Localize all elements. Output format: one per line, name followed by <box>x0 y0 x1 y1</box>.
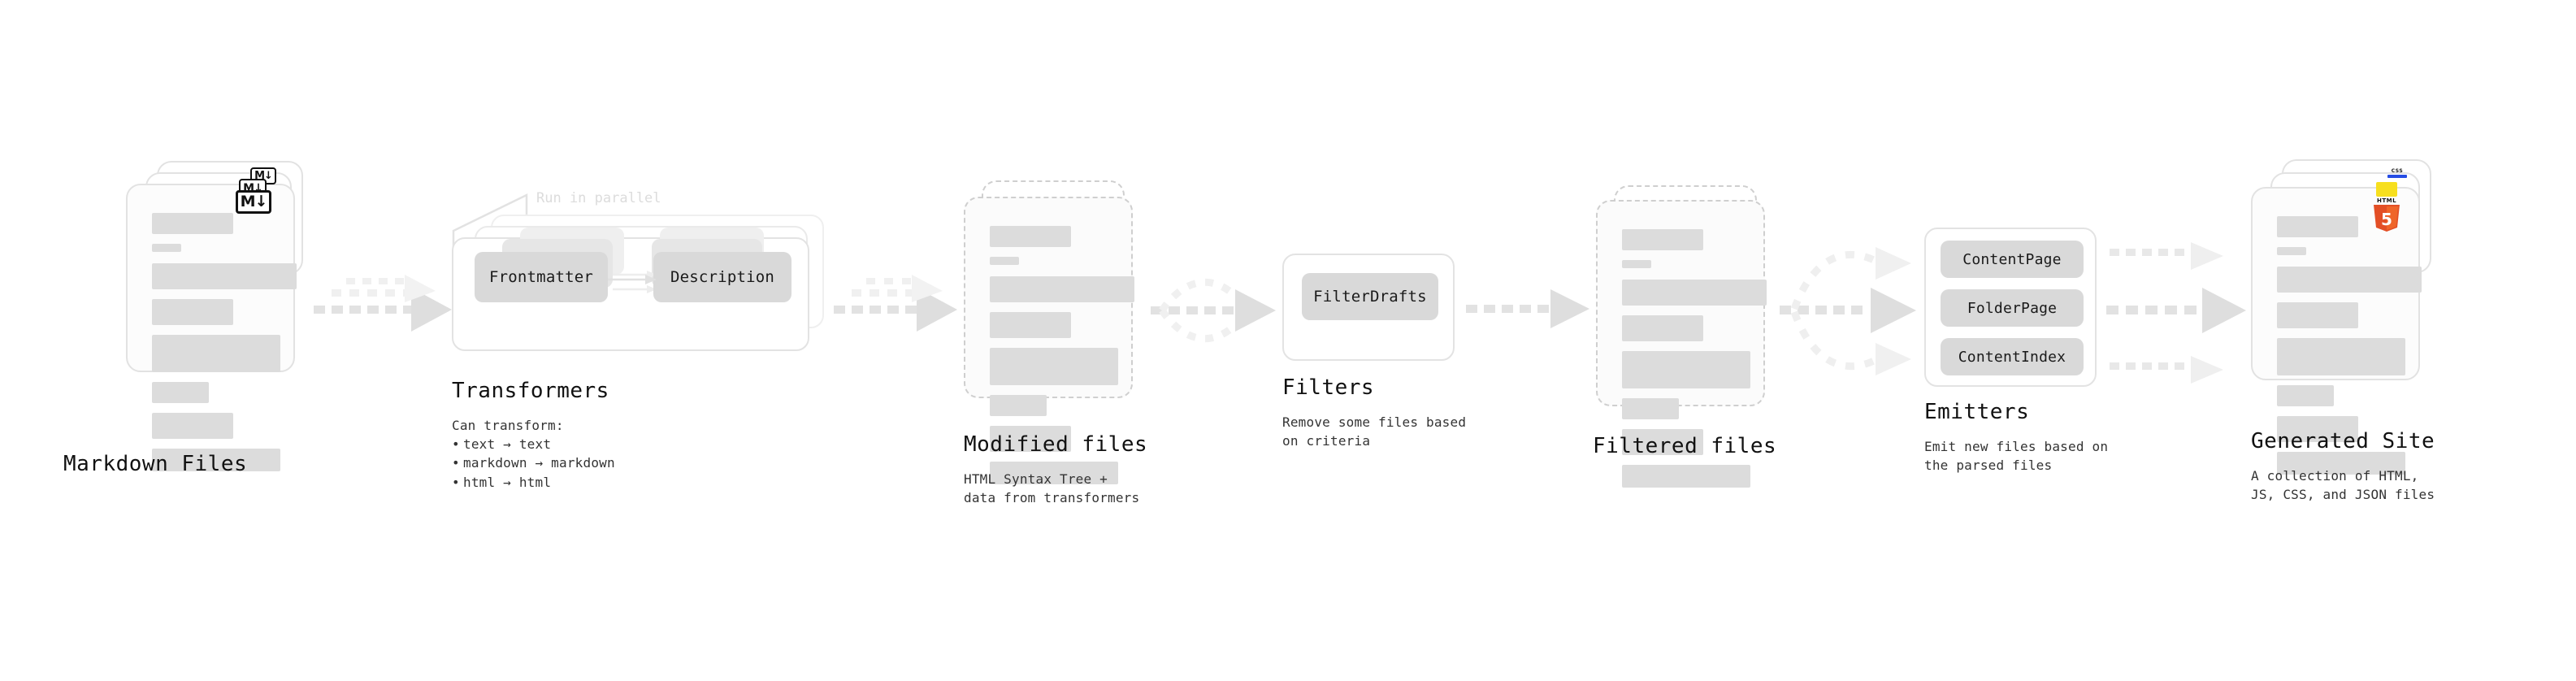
content-placeholder-bar <box>2277 416 2358 442</box>
transform-item: html → html <box>452 473 712 492</box>
content-placeholder-bar <box>990 312 1071 338</box>
markdown-files-title: Markdown Files <box>63 452 248 476</box>
svg-text:5: 5 <box>2381 210 2392 229</box>
filters-pill-filterdrafts-label: FilterDrafts <box>1313 288 1427 306</box>
run-in-parallel-label: Run in parallel <box>536 190 661 206</box>
content-placeholder-bar <box>2277 338 2405 375</box>
arrow-emitters-to-site <box>2106 242 2246 384</box>
filtered-files-stack <box>1596 185 1783 488</box>
content-placeholder-bar <box>2277 302 2358 328</box>
transformers-subtitle: Can transform: text → text markdown → ma… <box>452 416 712 492</box>
html5-icon-top-label: HTML <box>2376 197 2397 204</box>
css-icon-label: CSS <box>2391 168 2404 174</box>
markdown-file-card-front <box>126 184 297 471</box>
html5-shield: 5 <box>2374 205 2400 232</box>
content-placeholder-bar <box>990 276 1134 302</box>
content-placeholder-bar <box>2277 452 2405 475</box>
content-placeholder-bar <box>152 263 297 289</box>
transformer-connector-arrow <box>608 275 657 284</box>
content-placeholder-bar <box>2277 267 2422 293</box>
js-icon <box>2376 182 2397 197</box>
arrow-transformers-to-modified <box>834 275 957 332</box>
content-placeholder-bar <box>1622 260 1651 268</box>
filtered-files-title: Filtered files <box>1593 434 1777 458</box>
emitters-pill-contentpage[interactable]: ContentPage <box>1941 241 2084 278</box>
emitters-pill-contentpage-label: ContentPage <box>1962 250 2062 268</box>
generated-site-stack: CSS HTML 5 <box>2251 159 2446 475</box>
transformer-pill-frontmatter-label: Frontmatter <box>488 268 594 286</box>
content-placeholder-bar <box>1622 398 1679 419</box>
content-placeholder-bar <box>990 348 1118 385</box>
transformers-group: Run in parallel Frontmatter Description <box>452 190 834 354</box>
content-placeholder-bar <box>152 382 209 403</box>
modified-files-subtitle: HTML Syntax Tree + data from transformer… <box>964 471 1140 506</box>
content-placeholder-bar <box>1622 465 1750 488</box>
content-placeholder-bar <box>152 244 181 252</box>
content-placeholder-bar <box>1622 351 1750 388</box>
content-placeholder-bar <box>152 299 233 325</box>
arrow-modified-to-filters <box>1151 278 1276 343</box>
content-placeholder-bar <box>1622 280 1767 306</box>
html5-icon: HTML 5 <box>2371 198 2402 234</box>
markdown-badge-front: M↓ <box>236 190 271 214</box>
content-placeholder-bar <box>1622 229 1703 250</box>
content-placeholder-bar <box>2277 385 2334 406</box>
transformer-pill-frontmatter[interactable]: Frontmatter <box>475 252 608 302</box>
emitters-pill-folderpage[interactable]: FolderPage <box>1941 289 2084 327</box>
site-file-content <box>2277 216 2422 484</box>
transformers-subtitle-lead: Can transform: <box>452 418 564 433</box>
arrow-filtered-to-emitters <box>1780 247 1916 375</box>
modified-files-title: Modified files <box>964 432 1148 457</box>
filters-subtitle: Remove some files based on criteria <box>1282 414 1467 449</box>
content-placeholder-bar <box>2277 247 2306 255</box>
generated-site-subtitle: A collection of HTML, JS, CSS, and JSON … <box>2251 468 2435 503</box>
content-placeholder-bar <box>990 426 1071 452</box>
filters-pill-filterdrafts[interactable]: FilterDrafts <box>1302 273 1438 320</box>
content-placeholder-bar <box>990 395 1047 416</box>
content-placeholder-bar <box>152 413 233 439</box>
content-placeholder-bar <box>152 213 233 234</box>
content-placeholder-bar <box>990 462 1118 484</box>
modified-file-card-front <box>964 197 1134 484</box>
filtered-file-card-front <box>1596 200 1767 488</box>
filtered-file-content <box>1622 229 1767 497</box>
arrow-markdown-to-transformers <box>314 275 452 332</box>
transform-item: markdown → markdown <box>452 453 712 472</box>
content-placeholder-bar <box>990 257 1019 265</box>
transform-item: text → text <box>452 435 712 453</box>
transformers-title: Transformers <box>452 379 609 403</box>
markdown-files-stack: M↓ M↓ M↓ <box>126 161 313 471</box>
modified-file-content <box>990 226 1134 494</box>
generated-site-title: Generated Site <box>2251 429 2435 453</box>
content-placeholder-bar <box>990 226 1071 247</box>
filters-box: FilterDrafts <box>1282 254 1455 361</box>
emitters-pill-contentindex[interactable]: ContentIndex <box>1941 338 2084 375</box>
arrow-filters-to-filtered <box>1466 289 1589 328</box>
transformer-pill-description-label: Description <box>670 268 775 286</box>
content-placeholder-bar <box>1622 429 1703 455</box>
transformers-transform-list: text → text markdown → markdown html → h… <box>452 435 712 492</box>
content-placeholder-bar <box>1622 315 1703 341</box>
css-icon-bar <box>2387 175 2407 178</box>
filters-title: Filters <box>1282 375 1375 400</box>
emitters-pill-folderpage-label: FolderPage <box>1967 299 2058 317</box>
emitters-box: ContentPage FolderPage ContentIndex <box>1924 228 2097 387</box>
transformer-pill-description[interactable]: Description <box>653 252 791 302</box>
emitters-title: Emitters <box>1924 400 2030 424</box>
emitters-pill-contentindex-label: ContentIndex <box>1958 348 2066 366</box>
css-icon: CSS <box>2387 169 2407 180</box>
emitters-subtitle: Emit new files based on the parsed files <box>1924 439 2109 474</box>
content-placeholder-bar <box>152 335 280 372</box>
markdown-file-content <box>152 213 297 481</box>
content-placeholder-bar <box>152 449 280 471</box>
modified-files-stack <box>964 180 1151 484</box>
content-placeholder-bar <box>2277 216 2358 237</box>
